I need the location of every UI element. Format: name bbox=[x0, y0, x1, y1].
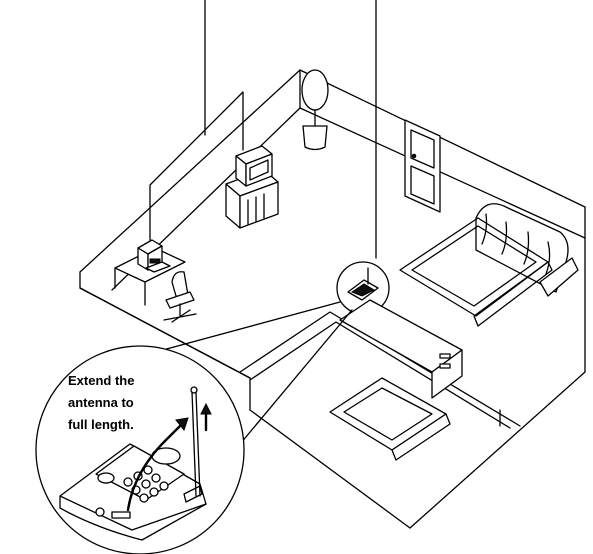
tv-set bbox=[226, 146, 278, 228]
door bbox=[405, 120, 440, 212]
office-chair bbox=[164, 272, 196, 322]
callout-line-3: full length. bbox=[68, 417, 134, 432]
computer-desk bbox=[115, 240, 185, 305]
counter bbox=[340, 300, 462, 398]
potted-plant bbox=[302, 70, 328, 150]
callout-text: Extend the antenna to full length. bbox=[68, 373, 134, 432]
sofa bbox=[476, 204, 578, 296]
callout-line-1: Extend the bbox=[68, 373, 134, 388]
callout-line-2: antenna to bbox=[68, 395, 134, 410]
